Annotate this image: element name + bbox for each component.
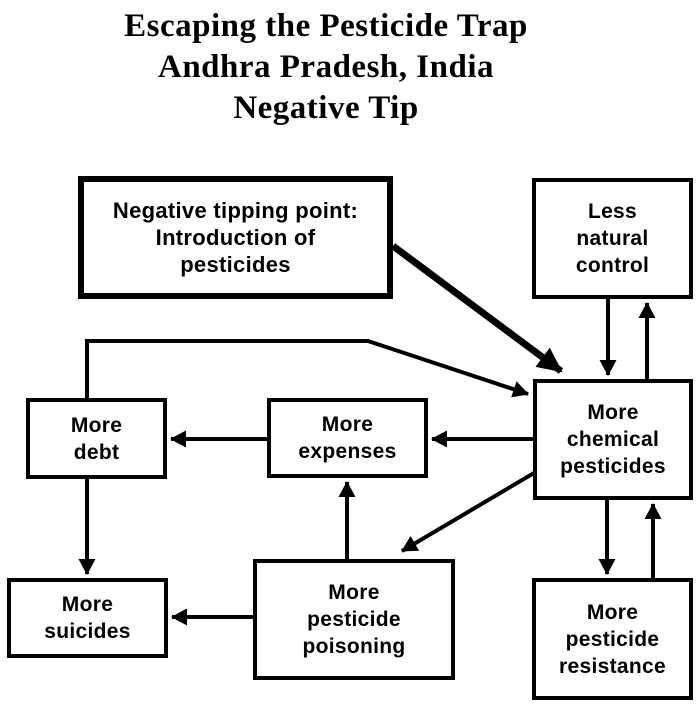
node-more-chemical-pesticides: More chemical pesticides [533,379,693,500]
arrow-tipping-point-to-more-chemical-pesticides [390,243,564,374]
node-more-debt: More debt [26,398,167,479]
diagram-title: Escaping the Pesticide Trap Andhra Prade… [124,8,528,126]
node-more-expenses: More expenses [267,398,428,478]
node-negative-tipping-point: Negative tipping point: Introduction of … [78,176,393,299]
node-more-pesticide-resistance: More pesticide resistance [532,578,693,700]
node-more-pesticide-poisoning: More pesticide poisoning [253,559,455,680]
node-more-suicides: More suicides [7,578,168,658]
node-less-natural-control: Less natural control [532,178,693,299]
arrow-more-chemical-pesticides-to-more-pesticide-poisoning [400,471,536,553]
arrow-more-debt-to-more-chemical-pesticides [85,339,529,398]
